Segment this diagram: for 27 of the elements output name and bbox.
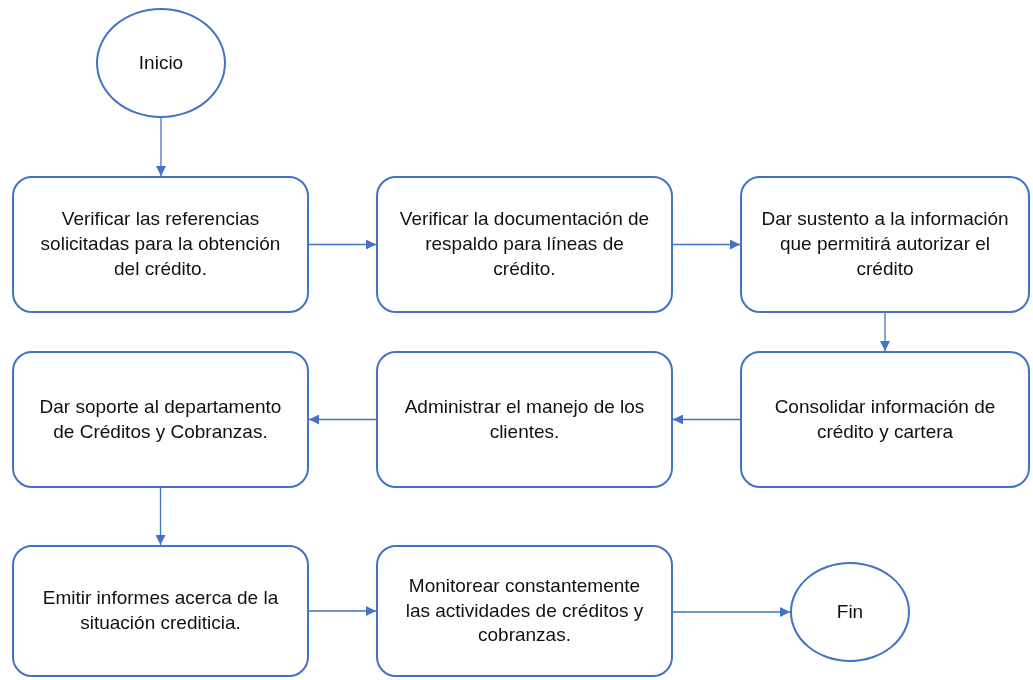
arrow	[308, 239, 377, 250]
arrow	[672, 414, 741, 425]
node-label: Dar soporte al departamento de Créditos y Cobranzas.	[38, 394, 283, 444]
node-label: Monitorear constantemente las actividades de créditos y cobranzas.	[404, 573, 645, 648]
arrow	[156, 117, 166, 177]
node-label: Inicio	[138, 50, 184, 75]
process-box	[740, 176, 1030, 313]
node-label: Verificar las referencias solicitadas para la obtención del crédito.	[39, 207, 282, 281]
arrow	[672, 607, 791, 617]
arrow	[672, 239, 741, 250]
process-box	[740, 351, 1030, 488]
process-box	[12, 351, 309, 488]
arrow	[880, 312, 890, 352]
node-label: Dar sustento a la información que permitirá autorizar el crédito	[760, 207, 1010, 281]
node-label: Consolidar información de crédito y cartera	[773, 394, 997, 444]
process-box	[12, 176, 309, 313]
node-label: Fin	[836, 599, 864, 624]
node-label: Emitir informes acerca de la situación crediticia.	[41, 586, 280, 635]
arrow	[155, 487, 166, 546]
process-box	[376, 351, 673, 488]
process-box	[376, 176, 673, 313]
node-label: Administrar el manejo de los clientes.	[403, 394, 646, 444]
arrow	[308, 414, 377, 425]
arrow	[308, 606, 377, 616]
process-box	[12, 545, 309, 677]
process-box	[376, 545, 673, 677]
node-label: Verificar la documentación de respaldo para líneas de crédito.	[398, 207, 651, 281]
